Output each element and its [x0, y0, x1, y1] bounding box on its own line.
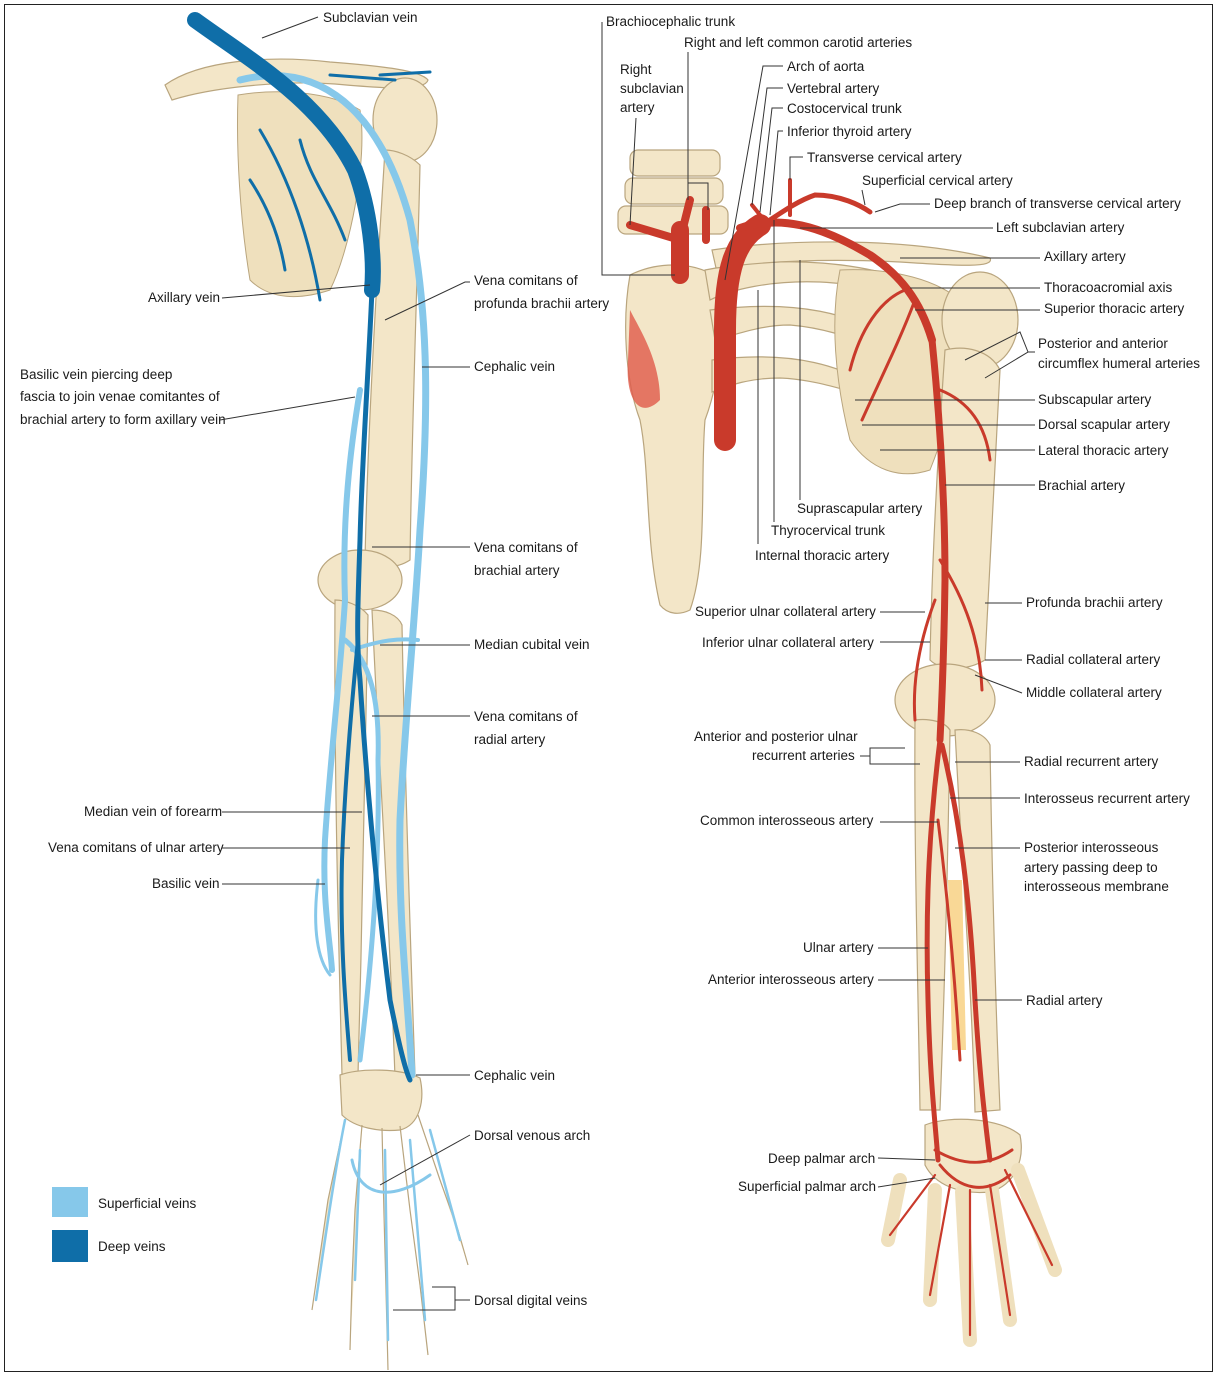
label-deep-palmar-arch: Deep palmar arch — [768, 1151, 875, 1166]
label-interosseus-recurrent: Interosseus recurrent artery — [1024, 791, 1190, 806]
label-brachial: Brachial artery — [1038, 478, 1125, 493]
label-left-subclavian: Left subclavian artery — [996, 220, 1125, 235]
label-subscapular: Subscapular artery — [1038, 392, 1152, 407]
left-arm-skeleton — [165, 59, 468, 1370]
vertebra-1 — [630, 150, 720, 176]
sternum — [626, 265, 722, 613]
label-median-vein-forearm: Median vein of forearm — [84, 804, 222, 819]
label-posterior-interosseous-3: interosseous membrane — [1024, 879, 1169, 894]
label-circumflex-humeral-2: circumflex humeral arteries — [1038, 356, 1200, 371]
label-vena-comitans-radial-2: radial artery — [474, 732, 546, 747]
label-vena-comitans-radial-1: Vena comitans of — [474, 709, 578, 724]
label-vena-comitans-profunda-1: Vena comitans of — [474, 273, 578, 288]
label-inferior-ulnar-collateral: Inferior ulnar collateral artery — [702, 635, 874, 650]
label-basilic-piercing-3: brachial artery to form axillary vein — [20, 412, 226, 427]
label-ulnar-recurrent-1: Anterior and posterior ulnar — [694, 729, 858, 744]
label-subclavian-vein: Subclavian vein — [323, 10, 418, 25]
label-deep-branch-transverse: Deep branch of transverse cervical arter… — [934, 196, 1181, 211]
label-ulnar-artery: Ulnar artery — [803, 940, 874, 955]
label-vena-comitans-ulnar: Vena comitans of ulnar artery — [48, 840, 224, 855]
label-superior-ulnar-collateral: Superior ulnar collateral artery — [695, 604, 876, 619]
label-superficial-palmar-arch: Superficial palmar arch — [738, 1179, 876, 1194]
label-radial-artery: Radial artery — [1026, 993, 1103, 1008]
label-ulnar-recurrent-2: recurrent arteries — [752, 748, 855, 763]
label-median-cubital-vein: Median cubital vein — [474, 637, 590, 652]
legend-swatch-deep — [52, 1230, 88, 1262]
label-lateral-thoracic: Lateral thoracic artery — [1038, 443, 1169, 458]
label-right-subclavian-1: Right — [620, 62, 652, 77]
label-dorsal-venous-arch: Dorsal venous arch — [474, 1128, 590, 1143]
label-costocervical-trunk: Costocervical trunk — [787, 101, 902, 116]
label-vertebral-artery: Vertebral artery — [787, 81, 880, 96]
label-right-subclavian-2: subclavian — [620, 81, 684, 96]
label-brachiocephalic-trunk: Brachiocephalic trunk — [606, 14, 735, 29]
label-vena-comitans-profunda-2: profunda brachii artery — [474, 296, 609, 311]
label-radial-recurrent: Radial recurrent artery — [1024, 754, 1159, 769]
label-cephalic-vein-lower: Cephalic vein — [474, 1068, 555, 1083]
label-vena-comitans-brachial-1: Vena comitans of — [474, 540, 578, 555]
label-suprascapular: Suprascapular artery — [797, 501, 923, 516]
label-common-carotid: Right and left common carotid arteries — [684, 35, 912, 50]
label-dorsal-scapular: Dorsal scapular artery — [1038, 417, 1170, 432]
label-basilic-piercing-2: fascia to join venae comitantes of — [20, 389, 220, 404]
label-superficial-cervical: Superficial cervical artery — [862, 173, 1013, 188]
label-basilic-piercing-1: Basilic vein piercing deep — [20, 367, 172, 382]
legend-label-superficial: Superficial veins — [98, 1196, 197, 1211]
label-dorsal-digital-veins: Dorsal digital veins — [474, 1293, 588, 1308]
legend: Superficial veins Deep veins — [52, 1187, 197, 1262]
label-arch-of-aorta: Arch of aorta — [787, 59, 865, 74]
thumb-left — [418, 1115, 468, 1265]
label-internal-thoracic: Internal thoracic artery — [755, 548, 890, 563]
label-anterior-interosseous: Anterior interosseous artery — [708, 972, 874, 987]
label-axillary-artery: Axillary artery — [1044, 249, 1126, 264]
transverse-cervical-vessel — [770, 195, 870, 220]
label-vena-comitans-brachial-2: brachial artery — [474, 563, 560, 578]
legend-swatch-superficial — [52, 1187, 88, 1217]
fingers-right — [888, 1170, 1055, 1340]
label-inferior-thyroid: Inferior thyroid artery — [787, 124, 912, 139]
dorsal-arch-path — [352, 1160, 430, 1192]
legend-label-deep: Deep veins — [98, 1239, 166, 1254]
label-transverse-cervical: Transverse cervical artery — [807, 150, 962, 165]
scapula-left — [238, 92, 362, 297]
label-axillary-vein: Axillary vein — [148, 290, 220, 305]
label-superior-thoracic: Superior thoracic artery — [1044, 301, 1185, 316]
label-thyrocervical: Thyrocervical trunk — [771, 523, 885, 538]
label-common-interosseous: Common interosseous artery — [700, 813, 874, 828]
label-thoracoacromial: Thoracoacromial axis — [1044, 280, 1173, 295]
label-right-subclavian-3: artery — [620, 100, 655, 115]
label-circumflex-humeral-1: Posterior and anterior — [1038, 336, 1168, 351]
label-posterior-interosseous-1: Posterior interosseous — [1024, 840, 1159, 855]
label-basilic-vein: Basilic vein — [152, 876, 220, 891]
label-middle-collateral: Middle collateral artery — [1026, 685, 1162, 700]
label-profunda-brachii: Profunda brachii artery — [1026, 595, 1163, 610]
label-posterior-interosseous-2: artery passing deep to — [1024, 860, 1158, 875]
label-radial-collateral: Radial collateral artery — [1026, 652, 1161, 667]
label-cephalic-vein-upper: Cephalic vein — [474, 359, 555, 374]
